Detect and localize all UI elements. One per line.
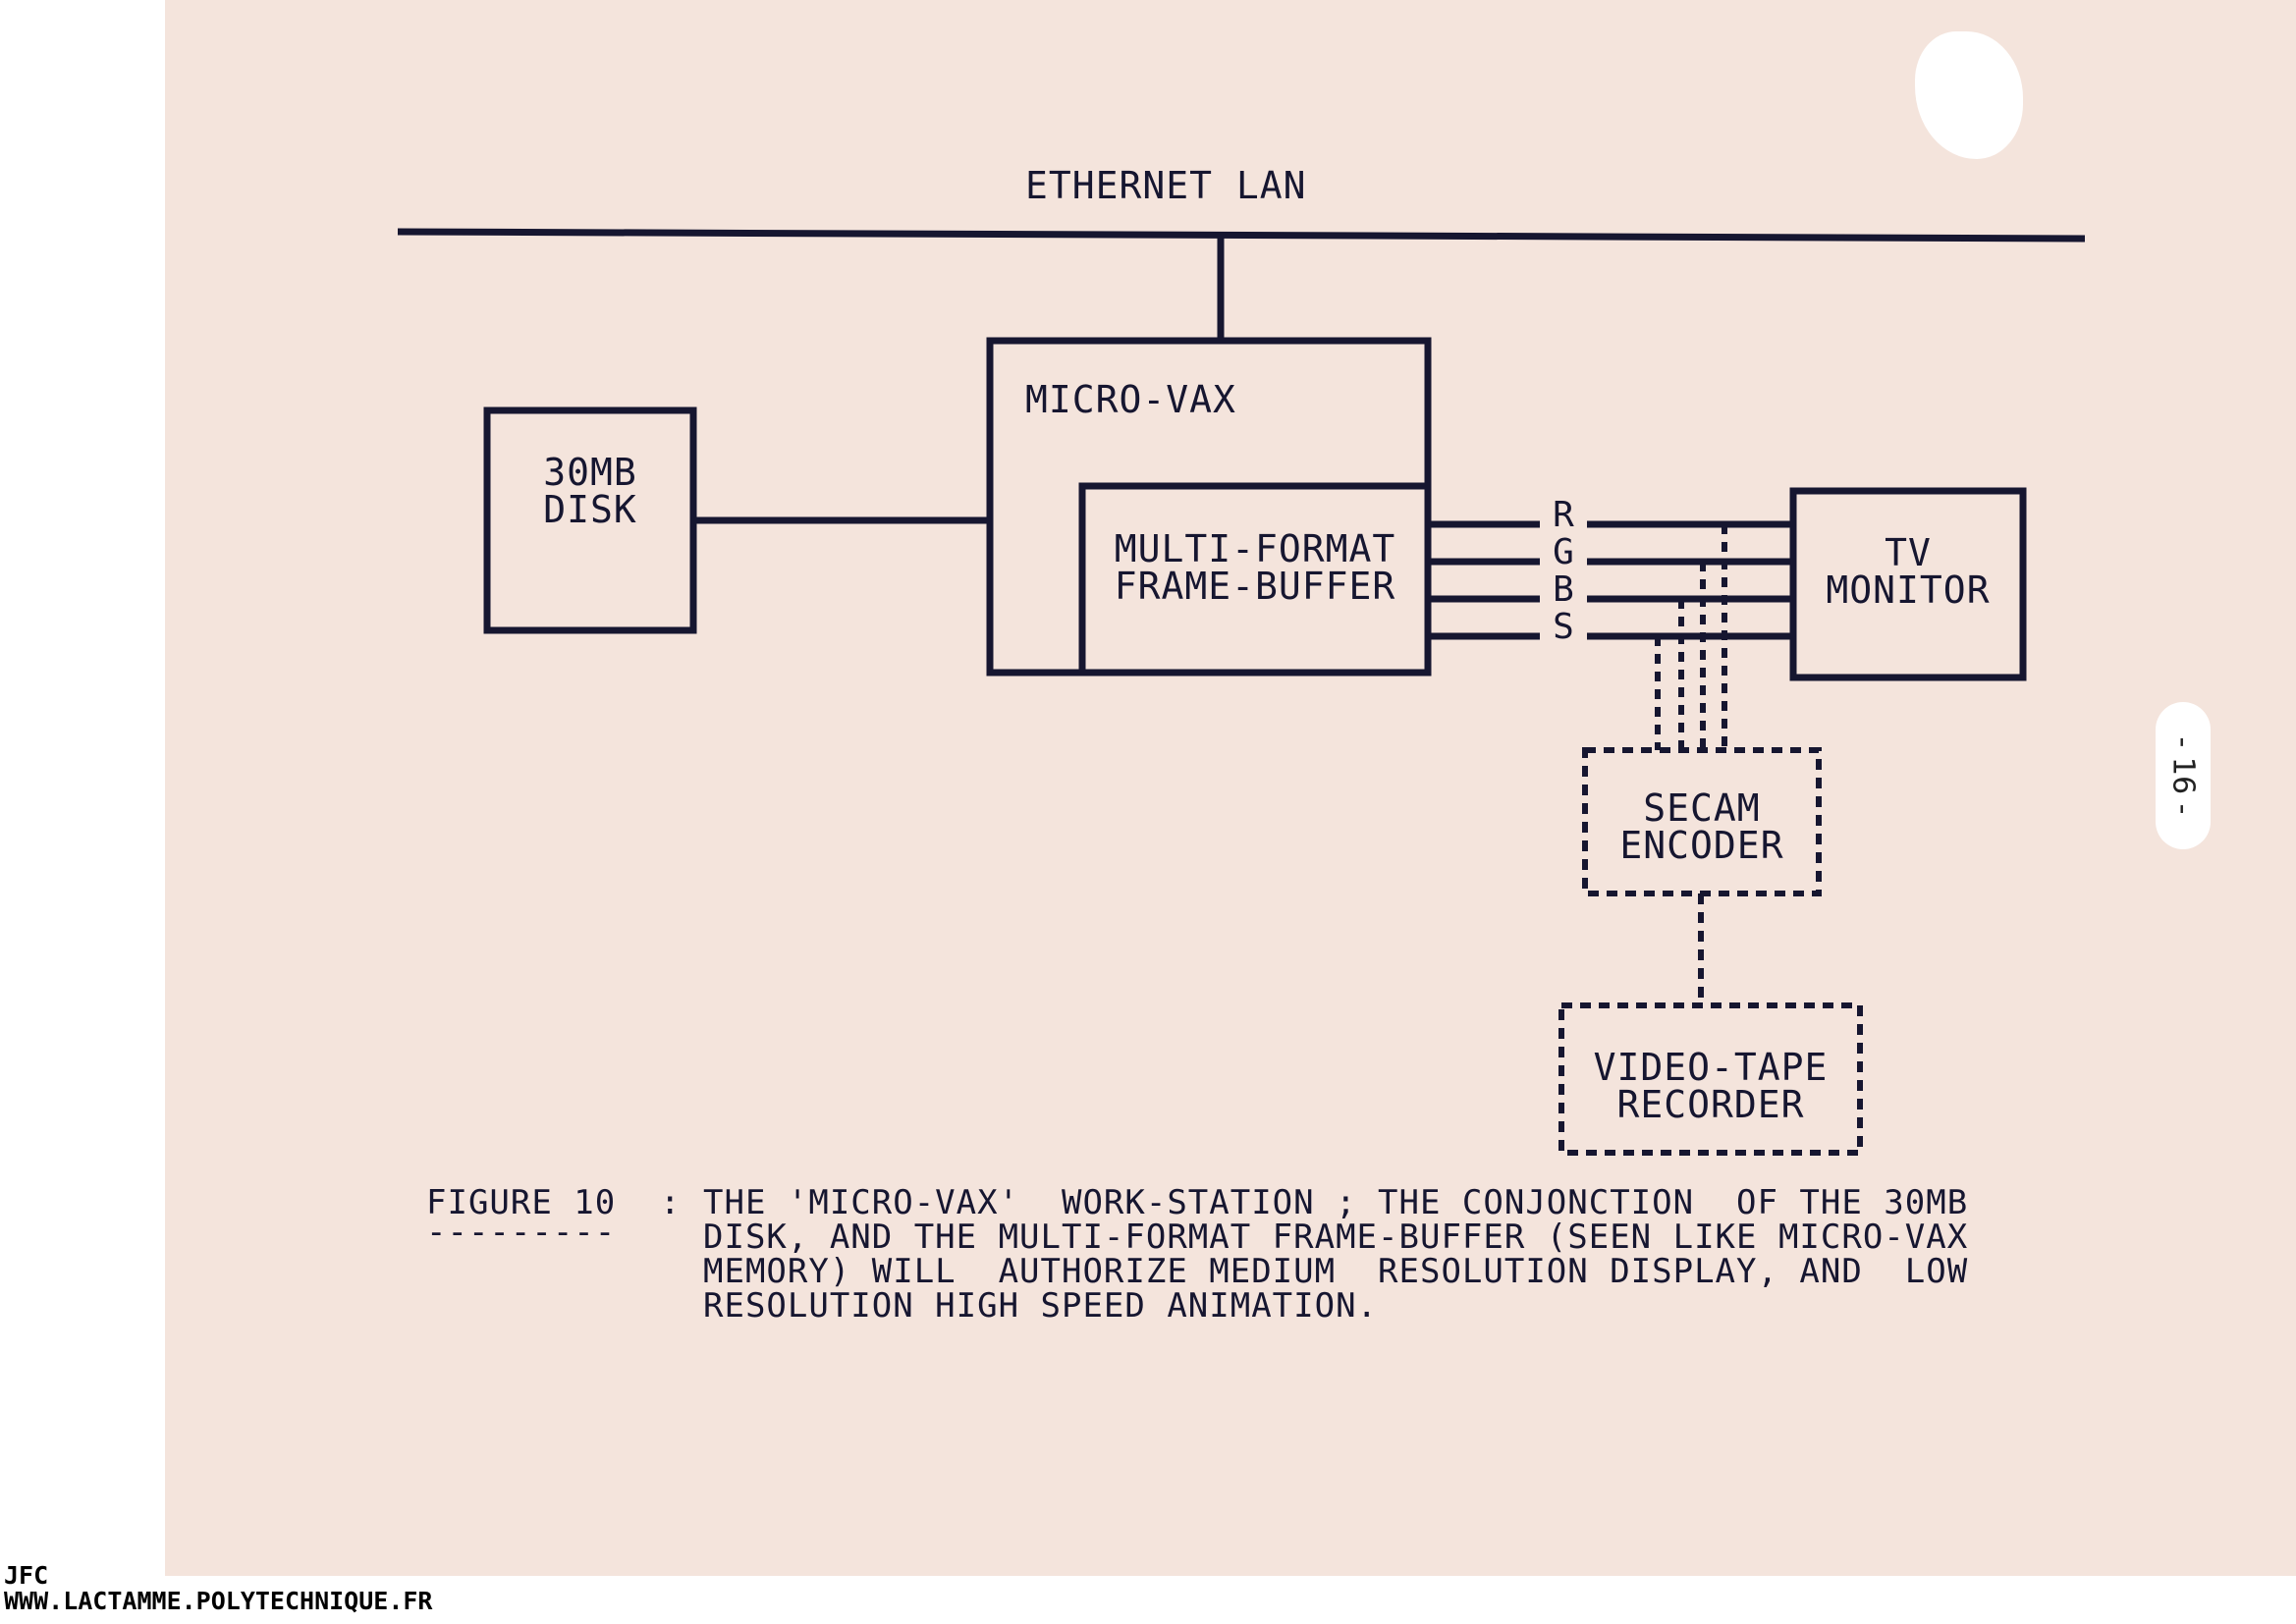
disk-label-line-2: DISK [543,488,637,531]
paper-damage-spot [1915,31,2023,159]
watermark-initials: JFC [4,1561,49,1590]
vtr-label-line-1: VIDEO-TAPE [1594,1046,1829,1089]
figure-label-underline: --------- [426,1213,617,1252]
tv-monitor-box [1789,487,2027,681]
disk-label-line-1: 30MB [543,451,637,494]
secam-label-line-1: SECAM [1643,786,1760,830]
page-number: - 16 - [2165,736,2201,815]
watermark: JFC WWW.LACTAMME.POLYTECHNIQUE.FR [4,1563,433,1614]
video-tape-recorder-box [1558,1002,1863,1156]
signal-b-label: B [1553,569,1574,610]
signal-r-label: R [1553,495,1574,535]
micro-vax-label: MICRO-VAX [1025,378,1236,421]
frame-buffer-box [1078,482,1432,677]
secam-taps [1655,524,1727,750]
figure-label: FIGURE 10 [426,1183,617,1222]
ethernet-bus-line [397,228,2086,243]
caption-text: THE 'MICRO-VAX' WORK-STATION ; THE CONJO… [703,1183,1969,1326]
tv-monitor-label-line-1: TV [1885,531,1932,574]
vtr-label-line-2: RECORDER [1616,1083,1804,1126]
frame-buffer-label-line-2: FRAME-BUFFER [1115,565,1396,608]
page-number-tab: - 16 - [2156,702,2211,849]
ethernet-label: ETHERNET LAN [1025,164,1307,207]
paper-sheet [165,0,2296,1576]
rgbs-monitor-lines [1587,520,1793,640]
figure-colon: : [660,1183,682,1222]
signal-g-label: G [1553,532,1574,572]
watermark-url: WWW.LACTAMME.POLYTECHNIQUE.FR [4,1587,433,1615]
secam-label-line-2: ENCODER [1619,824,1783,867]
frame-buffer-label-line-1: MULTI-FORMAT [1115,527,1396,570]
signal-s-label: S [1553,607,1574,647]
rgbs-output-stubs [1428,520,1540,640]
tv-monitor-label-line-2: MONITOR [1826,568,1990,612]
